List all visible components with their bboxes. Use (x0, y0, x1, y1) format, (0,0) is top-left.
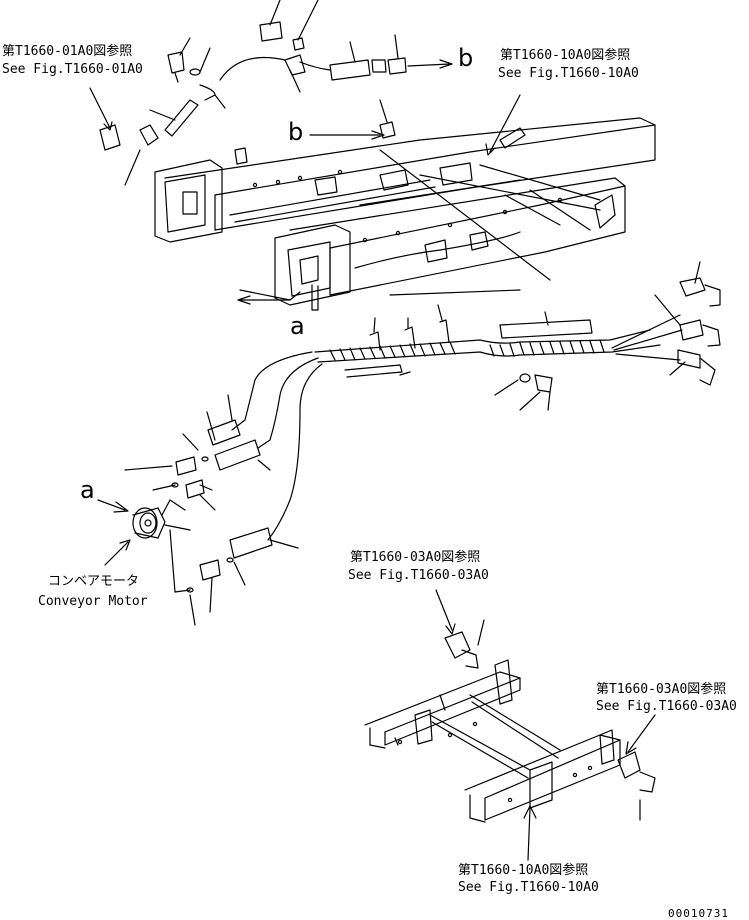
ref-bottom-jp: 第T1660-10A0図参照 (458, 863, 589, 878)
ref-right-en: See Fig.T1660-03A0 (596, 699, 737, 714)
hose-bundle (314, 261, 721, 411)
view-mark-b-top: b (458, 44, 474, 72)
motor-hoses (124, 351, 323, 626)
ref-mid-en: See Fig.T1660-03A0 (348, 568, 489, 583)
conveyor-motor-en: Conveyor Motor (38, 594, 148, 609)
upper-frame-assembly (154, 117, 656, 311)
ref-bottom-en: See Fig.T1660-10A0 (458, 880, 599, 895)
view-mark-b-mid: b (288, 118, 304, 146)
ref-mid-jp: 第T1660-03A0図参照 (350, 550, 481, 565)
conveyor-motor-drawing (97, 499, 166, 566)
top-left-fittings (99, 0, 407, 186)
view-mark-a-left: a (80, 476, 95, 504)
lower-frame-assembly (364, 589, 656, 861)
conveyor-motor-jp: コンベアモータ (48, 574, 140, 589)
view-mark-a-top: a (290, 312, 305, 340)
ref-top-right-jp: 第T1660-10A0図参照 (500, 48, 631, 63)
ref-top-left-jp: 第T1660-01A0図参照 (2, 44, 133, 59)
ref-top-left-en: See Fig.T1660-01A0 (2, 62, 143, 77)
ref-top-right-en: See Fig.T1660-10A0 (498, 66, 639, 81)
view-arrows (89, 59, 551, 305)
drawing-number: 00010731 (668, 907, 729, 920)
ref-right-jp: 第T1660-03A0図参照 (596, 682, 727, 697)
